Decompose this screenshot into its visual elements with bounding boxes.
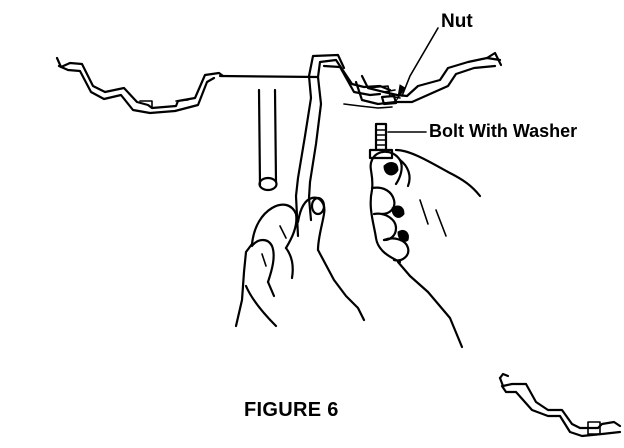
nut-pointer [395,27,439,102]
bracket [307,53,401,99]
right-hand [369,148,482,349]
figure-caption: FIGURE 6 [244,399,339,421]
left-hand [234,196,366,328]
lower-panel [498,372,622,438]
bolt-with-washer-label: Bolt With Washer [429,121,578,141]
nut-label: Nut [441,11,473,32]
strap [294,74,323,238]
nut [380,94,398,106]
bolt [368,122,394,160]
upper-panel [55,51,503,115]
tube [257,88,278,192]
